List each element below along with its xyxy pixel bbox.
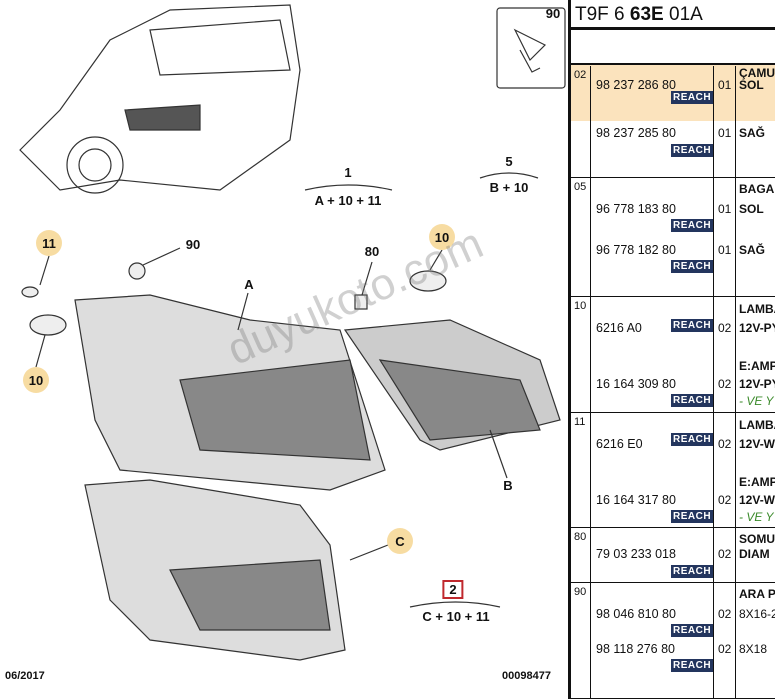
parts-diagram: 90 1 A + 10 + 11 5 B + 10 11 10 10 C 90 … (5, 4, 566, 682)
part-number[interactable]: 16 164 309 80 (596, 377, 676, 391)
callout-90: 90 (185, 237, 201, 252)
callout-11: 11 (36, 230, 62, 256)
callout-1: 1 (344, 165, 352, 180)
reach-badge: REACH (671, 260, 714, 273)
ref-number: 80 (574, 531, 587, 543)
callout-1-formula: A + 10 + 11 (314, 193, 382, 208)
part-note: - VE Y (739, 510, 774, 524)
quantity: 02 (718, 642, 732, 656)
part-number[interactable]: 16 164 317 80 (596, 493, 676, 507)
part-description: SOL (739, 78, 764, 92)
diagram-ref-number: 00098477 (502, 670, 551, 682)
part-description: 12V-PY (739, 377, 775, 391)
callout-A: A (244, 277, 254, 292)
quantity: 01 (718, 243, 732, 257)
reach-badge: REACH (671, 433, 714, 446)
table-group: 90 ARA P 98 046 810 80 REACH 02 8X16-2 98 118 … (571, 583, 775, 699)
part-description: 12V-W (739, 493, 775, 507)
part-number[interactable]: 6216 A0 (596, 321, 642, 335)
desc-heading: LAMBA (739, 418, 775, 432)
part-description: 8X16-2 (739, 607, 775, 621)
table-group: 11 6216 E0 REACH 02 LAMBA 12V-W 16 164 317 80 R… (571, 413, 775, 528)
reach-badge: REACH (671, 91, 714, 104)
ref-number: 90 (574, 586, 587, 598)
reach-badge: REACH (671, 219, 714, 232)
reach-badge: REACH (671, 144, 714, 157)
car-illustration (19, 4, 301, 191)
part-description: SAĞ (739, 243, 766, 257)
callout-B: B (503, 478, 513, 493)
ref-number: 11 (574, 416, 586, 428)
callout-C: C (387, 528, 413, 554)
callout-2-formula: C + 10 + 11 (422, 609, 490, 624)
desc-heading: E:AMP (739, 359, 775, 373)
desc-heading: SOMU (739, 532, 775, 546)
callout-10-right: 10 (429, 224, 455, 250)
diagram-drawing (19, 4, 566, 661)
callout-90-box: 90 (545, 6, 561, 21)
ref-number: 02 (574, 69, 587, 81)
table-title: T9F 6 63E 01A (575, 4, 703, 26)
bulb-icon (29, 314, 67, 336)
title-bold: 63E (629, 4, 664, 25)
title-suffix: 01A (663, 4, 703, 25)
callout-10-left: 10 (23, 367, 49, 393)
part-description: SAĞ (739, 126, 766, 140)
part-number[interactable]: 79 03 233 018 (596, 547, 676, 561)
table-group: 10 6216 A0 REACH 02 LAMBA 12V-PY 16 164 309 80… (571, 297, 775, 413)
desc-heading: E:AMP (739, 475, 775, 489)
part-description: SOL (739, 202, 764, 216)
part-note: - VE Y (739, 394, 774, 408)
quantity: 02 (718, 607, 732, 621)
part-number[interactable]: 96 778 182 80 (596, 243, 676, 257)
callout-5: 5 (505, 154, 513, 169)
table-group: 05 BAGA 96 778 183 80 REACH 01 SOL 96 778 182 … (571, 178, 775, 297)
part-number[interactable]: 98 237 285 80 (596, 126, 676, 140)
reach-badge: REACH (671, 510, 714, 523)
part-number[interactable]: 98 046 810 80 (596, 607, 676, 621)
box-icon-90 (496, 7, 566, 89)
quantity: 02 (718, 321, 732, 335)
part-number[interactable]: 98 237 286 80 (596, 78, 676, 92)
ref-number: 05 (574, 181, 587, 193)
diagram-date: 06/2017 (5, 670, 45, 682)
quantity: 01 (718, 202, 732, 216)
quantity: 01 (718, 78, 732, 92)
part-number[interactable]: 98 118 276 80 (596, 642, 676, 656)
reach-badge: REACH (671, 565, 714, 578)
quantity: 02 (718, 547, 732, 561)
title-prefix: T9F 6 (575, 4, 630, 25)
reach-badge: REACH (671, 319, 714, 332)
quantity: 02 (718, 493, 732, 507)
callout-80: 80 (364, 244, 380, 259)
quantity: 02 (718, 377, 732, 391)
reach-badge: REACH (671, 659, 714, 672)
desc-heading: LAMBA (739, 302, 775, 316)
desc-heading: ÇAMU (739, 66, 775, 80)
part-description: 12V-W (739, 437, 775, 451)
reach-badge: REACH (671, 394, 714, 407)
quantity: 02 (718, 437, 732, 451)
desc-heading: BAGA (739, 182, 775, 196)
callout-2[interactable]: 2 (442, 580, 464, 599)
part-description: 12V-PY (739, 321, 775, 335)
ref-number: 10 (574, 300, 587, 312)
part-number[interactable]: 6216 E0 (596, 437, 643, 451)
desc-heading: ARA P (739, 587, 775, 601)
reach-badge: REACH (671, 624, 714, 637)
callout-5-formula: B + 10 (489, 180, 529, 195)
part-number[interactable]: 96 778 183 80 (596, 202, 676, 216)
quantity: 01 (718, 126, 732, 140)
part-description: DIAM (739, 547, 770, 561)
part-description: 8X18 (739, 642, 768, 656)
bulb-icon (409, 270, 447, 292)
